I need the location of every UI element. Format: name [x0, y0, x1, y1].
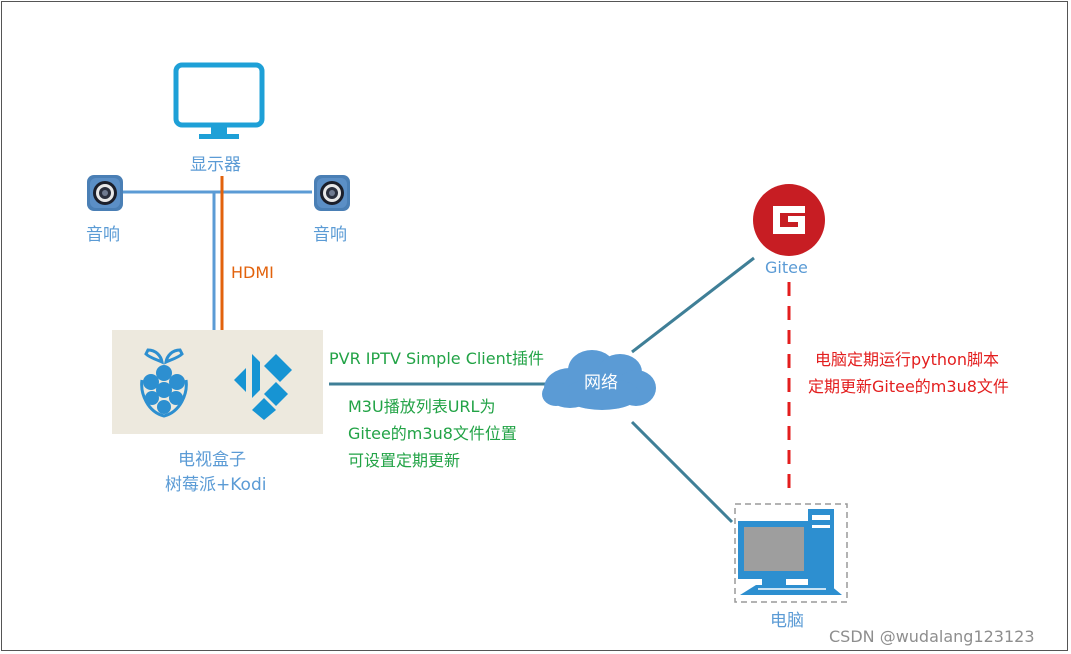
gitee-label: Gitee: [765, 258, 808, 277]
monitor-label: 显示器: [190, 155, 241, 175]
network-to-computer-line: [630, 420, 734, 524]
tv-box: [112, 330, 323, 434]
playlist-label-3: 可设置定期更新: [348, 451, 461, 470]
plugin-label: PVR IPTV Simple Client插件: [329, 349, 545, 368]
computer-icon: [734, 503, 848, 603]
playlist-label-2: Gitee的m3u8文件位置: [348, 424, 517, 443]
hdmi-label: HDMI: [231, 263, 274, 282]
kodi-icon: [234, 354, 292, 420]
watermark: CSDN @wudalang123123: [829, 627, 1035, 646]
network-to-gitee-line: [631, 256, 755, 354]
speaker-icon: [87, 175, 123, 211]
script-label-2: 定期更新Gitee的m3u8文件: [808, 377, 1009, 396]
playlist-label-1: M3U播放列表URL为: [348, 397, 496, 416]
script-label-1: 电脑定期运行python脚本: [815, 350, 999, 369]
raspberry-pi-icon: [140, 348, 188, 418]
monitor-icon: [173, 62, 265, 139]
speaker-icon: [314, 175, 350, 211]
tv-box-sublabel: 树莓派+Kodi: [165, 475, 267, 495]
cloud-icon: [542, 350, 656, 410]
speaker-right-label: 音响: [313, 225, 347, 245]
network-label: 网络: [584, 373, 618, 393]
computer-label: 电脑: [770, 611, 804, 631]
speaker-left-label: 音响: [86, 225, 120, 245]
tv-box-label: 电视盒子: [178, 450, 246, 470]
gitee-logo-icon: [753, 184, 825, 256]
